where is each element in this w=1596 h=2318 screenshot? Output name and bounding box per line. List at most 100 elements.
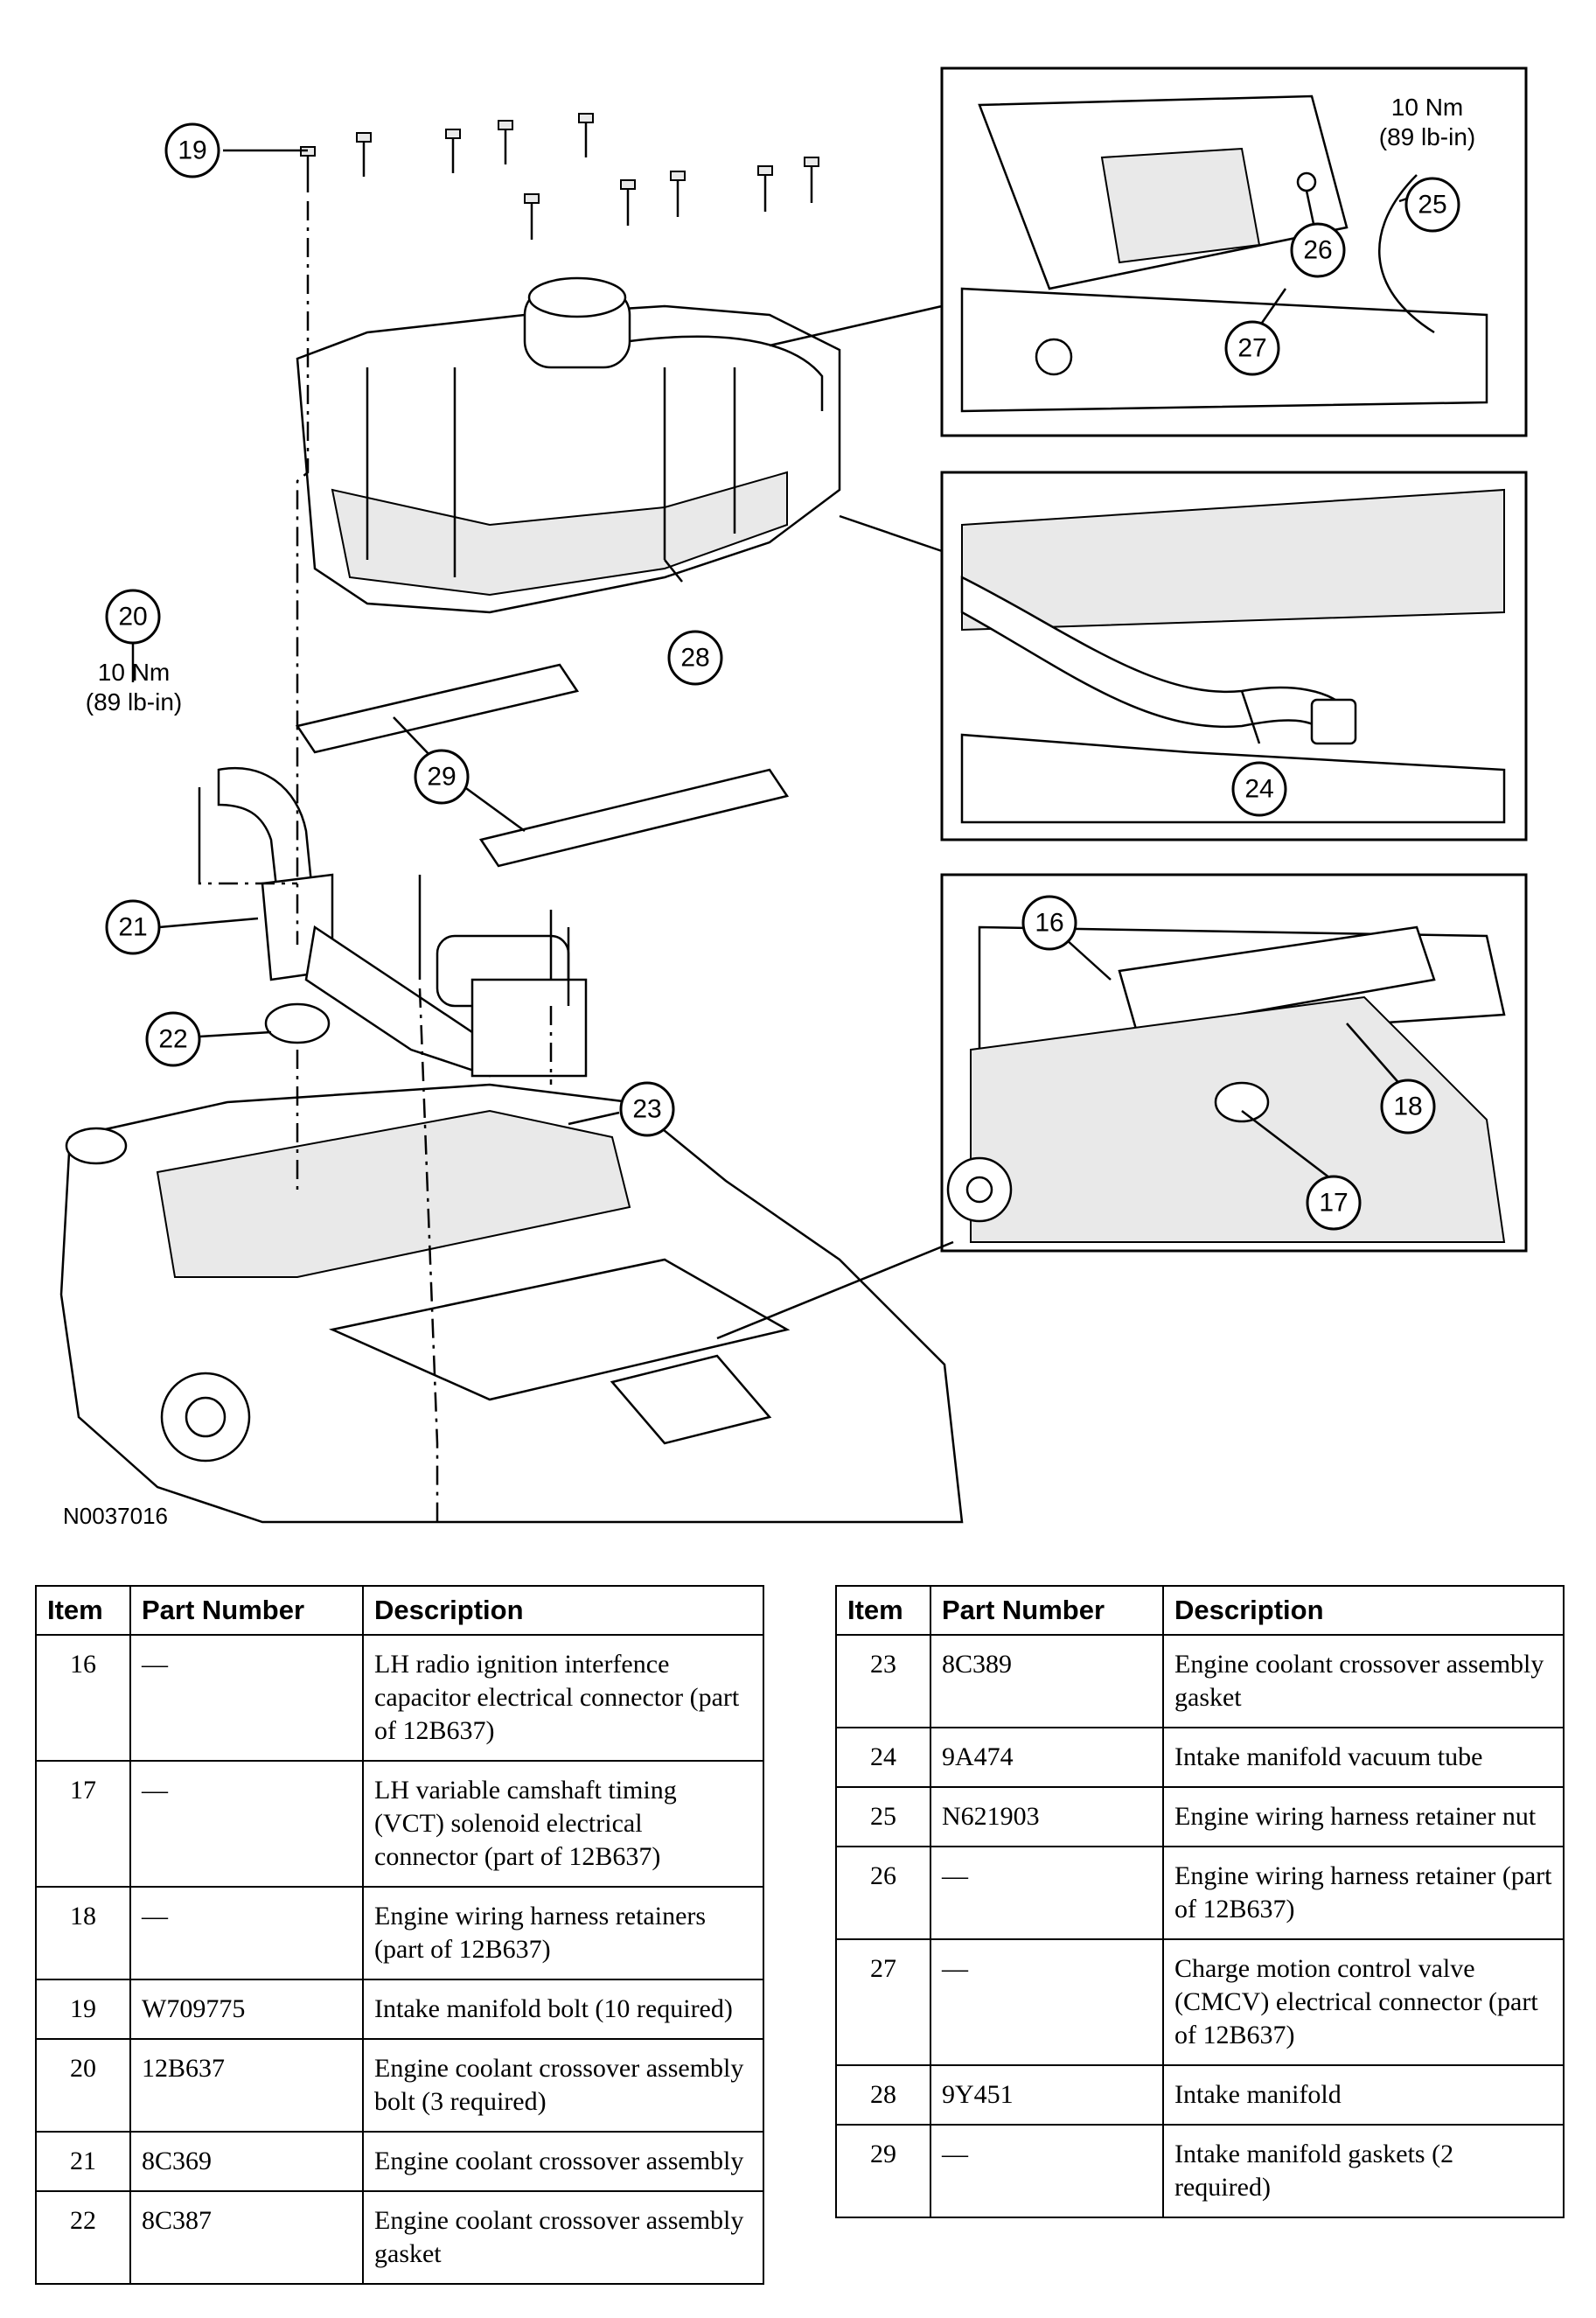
part-number-cell: — [930,1938,1164,2066]
table-row: 17—LH variable camshaft timing (VCT) sol… [35,1760,764,1888]
description-cell: Engine coolant crossover assembly gasket [1162,1634,1565,1728]
description-cell: Engine coolant crossover assembly [362,2131,764,2192]
item-cell: 29 [835,2124,931,2218]
description-cell: Intake manifold bolt (10 required) [362,1979,764,2040]
intake-manifold-gaskets [295,663,790,868]
part-number-cell: N621903 [930,1786,1164,1847]
description-cell: Intake manifold vacuum tube [1162,1727,1565,1788]
part-number-cell: — [930,1846,1164,1940]
table-row: 27—Charge motion control valve (CMCV) el… [835,1938,1565,2066]
callout-29: 29 [414,749,470,805]
torque-20-nm: 10 Nm [98,659,170,686]
parts-table-left: Item Part Number Description 16—LH radio… [35,1585,764,2285]
item-cell: 24 [835,1727,931,1788]
table-row: 26—Engine wiring harness retainer (part … [835,1846,1565,1940]
part-number-cell: — [129,1634,364,1762]
part-number-cell: 8C389 [930,1634,1164,1728]
inset-wiring-harness-nut [940,66,1528,437]
description-cell: Engine coolant crossover assembly gasket [362,2190,764,2285]
part-number-cell: 9A474 [930,1727,1164,1788]
svg-text:28: 28 [680,644,709,673]
item-cell: 16 [35,1634,131,1762]
description-cell: Engine wiring harness retainer nut [1162,1786,1565,1847]
torque-spec-20: 10 Nm (89 lb-in) [86,659,182,716]
item-cell: 28 [835,2064,931,2126]
callout-27: 27 [1224,320,1280,376]
table-header-row: Item Part Number Description [835,1585,1565,1636]
header-description: Description [362,1585,764,1636]
svg-text:19: 19 [178,136,206,165]
item-cell: 19 [35,1979,131,2040]
item-cell: 20 [35,2038,131,2133]
callout-22: 22 [145,1011,201,1067]
table-header-row: Item Part Number Description [35,1585,764,1636]
intake-manifold-bolts [300,113,819,240]
item-cell: 25 [835,1786,931,1847]
part-number-cell: — [930,2124,1164,2218]
description-cell: LH radio ignition interfence capacitor e… [362,1634,764,1762]
table-row: 29—Intake manifold gaskets (2 required) [835,2124,1565,2218]
inset-leaders [716,304,954,1340]
engine-block [59,1083,964,1524]
callout-20: 20 [105,589,161,645]
table-row: 18—Engine wiring harness retainers (part… [35,1886,764,1980]
intake-manifold [296,276,841,614]
coolant-crossover [198,766,588,1078]
header-item: Item [35,1585,131,1636]
description-cell: LH variable camshaft timing (VCT) soleno… [362,1760,764,1888]
inset-harness-connectors [940,873,1528,1253]
header-part-number: Part Number [930,1585,1164,1636]
item-cell: 17 [35,1760,131,1888]
svg-text:21: 21 [118,913,147,942]
callout-24: 24 [1231,761,1287,817]
description-cell: Engine wiring harness retainers (part of… [362,1886,764,1980]
item-cell: 27 [835,1938,931,2066]
part-number-cell: 8C369 [129,2131,364,2192]
callout-28: 28 [667,630,723,686]
part-number-cell: W709775 [129,1979,364,2040]
part-number-cell: — [129,1886,364,1980]
figure-id: N0037016 [63,1503,168,1529]
header-item: Item [835,1585,931,1636]
part-number-cell: 9Y451 [930,2064,1164,2126]
description-cell: Engine coolant crossover assembly bolt (… [362,2038,764,2133]
svg-text:27: 27 [1237,334,1266,363]
callout-25: 25 [1404,177,1460,233]
description-cell: Intake manifold [1162,2064,1565,2126]
header-part-number: Part Number [129,1585,364,1636]
svg-text:17: 17 [1319,1189,1348,1218]
svg-text:29: 29 [427,763,456,792]
svg-text:24: 24 [1244,775,1273,804]
part-number-cell: 12B637 [129,2038,364,2133]
alignment-lines [198,201,553,1522]
callout-18: 18 [1380,1079,1436,1135]
svg-text:25: 25 [1418,191,1446,220]
item-cell: 18 [35,1886,131,1980]
callout-19: 19 [164,122,220,178]
torque-25-nm: 10 Nm [1391,94,1463,121]
callout-21: 21 [105,899,161,955]
svg-text:22: 22 [158,1025,187,1054]
part-number-cell: — [129,1760,364,1888]
exploded-view-diagram: 10 Nm (89 lb-in) 10 Nm (89 lb-in) 19 20 … [59,66,1528,1529]
svg-text:26: 26 [1303,236,1332,265]
callout-26: 26 [1290,222,1346,278]
svg-text:18: 18 [1393,1093,1422,1121]
item-cell: 21 [35,2131,131,2192]
part-number-cell: 8C387 [129,2190,364,2285]
description-cell: Engine wiring harness retainer (part of … [1162,1846,1565,1940]
table-row: 16—LH radio ignition interfence capacito… [35,1634,764,1762]
callout-16: 16 [1021,895,1077,951]
description-cell: Charge motion control valve (CMCV) elect… [1162,1938,1565,2066]
item-cell: 26 [835,1846,931,1940]
torque-25-lbin: (89 lb-in) [1379,123,1475,150]
